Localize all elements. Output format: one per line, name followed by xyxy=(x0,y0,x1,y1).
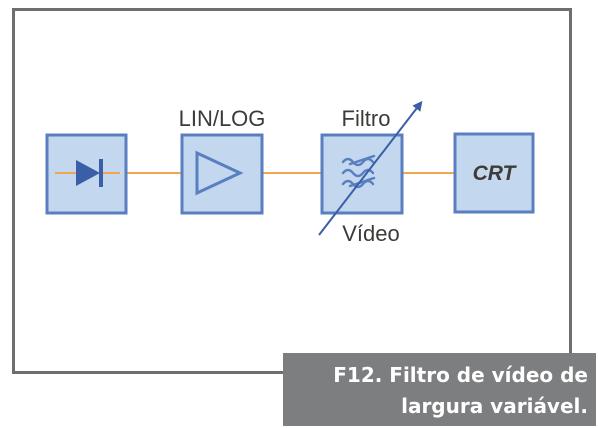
caption-line-2: largura variável. xyxy=(401,394,588,418)
variable-arrow-icon xyxy=(318,100,423,236)
diode-icon xyxy=(76,159,103,187)
filter-label-top: Filtro xyxy=(342,106,391,131)
crt-box xyxy=(453,132,535,214)
amplifier-box xyxy=(180,133,264,215)
caption-line-1: F12. Filtro de vídeo de xyxy=(333,363,588,387)
amplifier-label: LIN/LOG xyxy=(179,106,266,131)
crt-block: CRT xyxy=(453,132,535,214)
amplifier-block: LIN/LOG xyxy=(179,106,266,215)
detector-block xyxy=(45,133,128,215)
crt-label: CRT xyxy=(473,162,518,185)
filter-label-bottom: Vídeo xyxy=(342,221,400,246)
amplifier-triangle-icon xyxy=(195,150,244,196)
figure-caption: F12. Filtro de vídeo de largura variável… xyxy=(283,353,596,426)
filter-block: Filtro Vídeo xyxy=(318,100,423,246)
